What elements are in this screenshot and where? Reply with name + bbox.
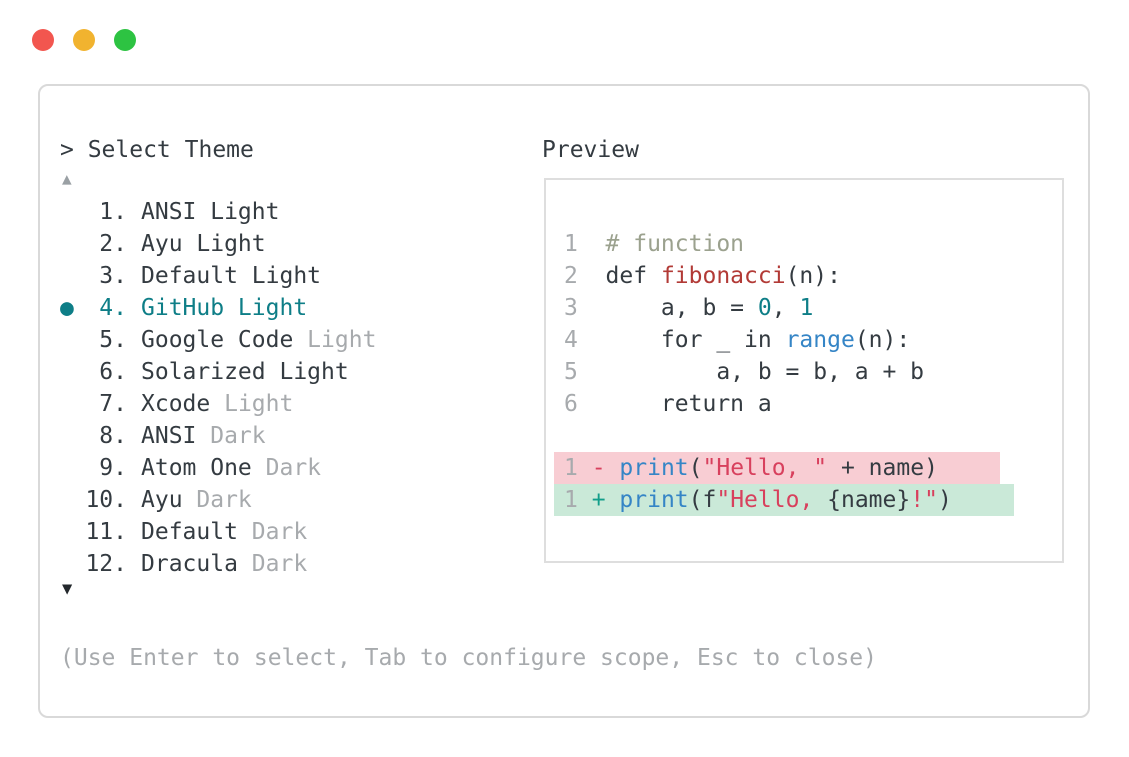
- line-number: 6: [564, 391, 606, 417]
- zoom-button[interactable]: [114, 29, 136, 51]
- theme-item[interactable]: 12. Dracula Dark: [60, 548, 520, 580]
- theme-item[interactable]: 2. Ayu Light: [60, 228, 520, 260]
- line-number: 1: [564, 487, 592, 513]
- diff-line-removed: 1 - print("Hello, " + name): [554, 452, 1062, 484]
- theme-label: Solarized Light: [141, 359, 349, 385]
- theme-label: Dracula Dark: [141, 551, 308, 577]
- theme-number: 10.: [85, 487, 127, 513]
- theme-label: ANSI Light: [141, 199, 280, 225]
- code-line: 4 for _ in range(n):: [564, 327, 911, 353]
- theme-label: Default Dark: [141, 519, 308, 545]
- code-line: 1 # function: [564, 231, 745, 257]
- theme-label: Default Light: [141, 263, 322, 289]
- theme-item[interactable]: 6. Solarized Light: [60, 356, 520, 388]
- code-line: 5 a, b = b, a + b: [564, 359, 925, 385]
- theme-item[interactable]: 9. Atom One Dark: [60, 452, 520, 484]
- window-controls: [32, 29, 136, 51]
- theme-number: 3.: [99, 263, 127, 289]
- theme-label: Xcode Light: [141, 391, 294, 417]
- diff-sign: +: [591, 487, 620, 513]
- theme-number: 4.: [99, 295, 127, 321]
- diff-highlight: 1 - print("Hello, " + name): [554, 452, 1000, 484]
- scroll-down-icon[interactable]: ▼: [62, 579, 73, 599]
- theme-label: GitHub Light: [141, 295, 308, 321]
- selected-bullet-icon: ●: [60, 295, 74, 321]
- diff-sign: -: [591, 455, 620, 481]
- theme-item[interactable]: 1. ANSI Light: [60, 196, 520, 228]
- preview-panel: 1 # function 2 def fibonacci(n): 3 a, b = …: [544, 178, 1064, 563]
- theme-label: Atom One Dark: [141, 455, 322, 481]
- theme-label: ANSI Dark: [141, 423, 266, 449]
- theme-item[interactable]: 10. Ayu Dark: [60, 484, 520, 516]
- theme-number: 1.: [99, 199, 127, 225]
- minimize-button[interactable]: [73, 29, 95, 51]
- theme-item[interactable]: 8. ANSI Dark: [60, 420, 520, 452]
- theme-item[interactable]: 7. Xcode Light: [60, 388, 520, 420]
- theme-item[interactable]: 3. Default Light: [60, 260, 520, 292]
- theme-label: Ayu Dark: [141, 487, 252, 513]
- theme-number: 12.: [85, 551, 127, 577]
- theme-item[interactable]: 5. Google Code Light: [60, 324, 520, 356]
- line-number: 1: [564, 455, 592, 481]
- theme-picker-window: > Select Theme Preview ▲ 1. ANSI Light 2. A…: [38, 84, 1090, 718]
- theme-number: 5.: [99, 327, 127, 353]
- diff-line-added: 1 + print(f"Hello, {name}!"): [554, 484, 1062, 516]
- theme-label: Google Code Light: [141, 327, 377, 353]
- scroll-up-icon[interactable]: ▲: [62, 169, 72, 188]
- close-button[interactable]: [32, 29, 54, 51]
- theme-list: 1. ANSI Light 2. Ayu Light 3. Default Light ● 4…: [60, 196, 520, 580]
- line-number: 5: [564, 359, 606, 385]
- code-line: 3 a, b = 0, 1: [564, 295, 814, 321]
- theme-number: 8.: [99, 423, 127, 449]
- code-line: 2 def fibonacci(n):: [564, 263, 841, 289]
- theme-number: 7.: [99, 391, 127, 417]
- diff-highlight: 1 + print(f"Hello, {name}!"): [554, 484, 1014, 516]
- theme-label: Ayu Light: [141, 231, 266, 257]
- keyboard-hint: (Use Enter to select, Tab to configure s…: [60, 645, 877, 671]
- preview-title: Preview: [542, 137, 639, 163]
- theme-number: 2.: [99, 231, 127, 257]
- line-number: 1: [564, 231, 606, 257]
- theme-number: 11.: [85, 519, 127, 545]
- theme-number: 9.: [99, 455, 127, 481]
- theme-number: 6.: [99, 359, 127, 385]
- line-number: 4: [564, 327, 606, 353]
- diff-block: 1 - print("Hello, " + name)1 + print(f"H…: [554, 452, 1062, 516]
- theme-item[interactable]: ● 4. GitHub Light: [60, 292, 520, 324]
- theme-item[interactable]: 11. Default Dark: [60, 516, 520, 548]
- line-number: 2: [564, 263, 606, 289]
- line-number: 3: [564, 295, 606, 321]
- code-line: 6 return a: [564, 391, 772, 417]
- select-theme-prompt: > Select Theme: [60, 137, 254, 163]
- code-block: 1 # function 2 def fibonacci(n): 3 a, b = …: [564, 228, 1062, 420]
